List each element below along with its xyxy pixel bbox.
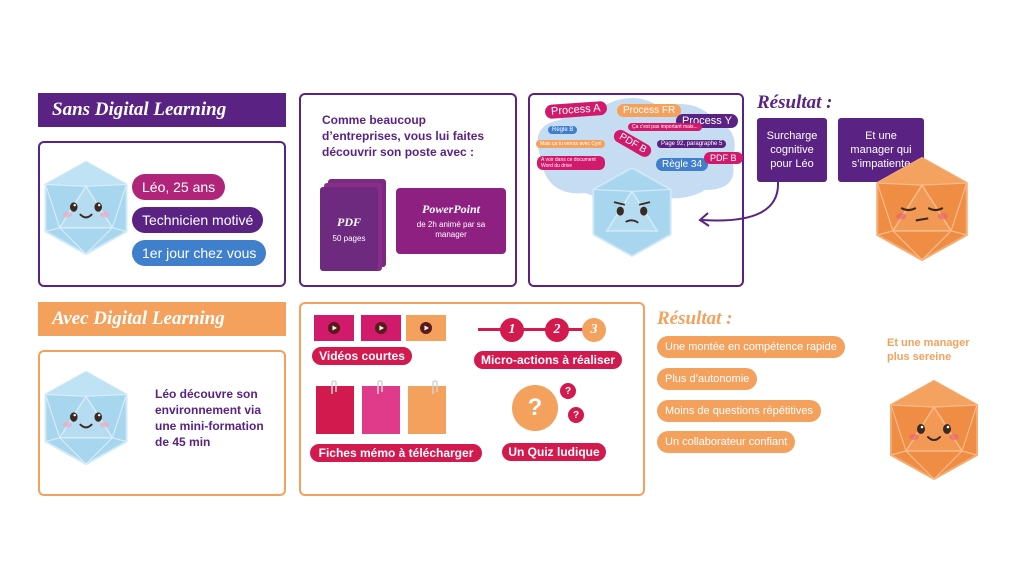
cloud-voir-doc: A voir dans ce document Word du drive <box>537 156 605 170</box>
sans-banner: Sans Digital Learning <box>38 93 286 127</box>
step-3: 3 <box>582 318 606 342</box>
fiche-2 <box>362 386 400 434</box>
pdf-pages: 50 pages <box>332 234 366 243</box>
fiche-1 <box>316 386 354 434</box>
quiz-small-bubble-1: ? <box>560 383 576 399</box>
quiz-label: Un Quiz ludique <box>502 443 606 461</box>
video-thumb-2 <box>361 315 401 341</box>
ppt-desc: de 2h animé par sa manager <box>416 220 486 239</box>
step-2: 2 <box>545 318 569 342</box>
paperclip-icon <box>331 380 337 394</box>
paperclip-icon <box>432 380 438 394</box>
video-thumb-1 <box>314 315 354 341</box>
cloud-page-92: Page 92, paragraphe 5 <box>657 140 727 148</box>
cloud-pdf-b-2: PDF B <box>704 152 743 164</box>
cloud-pas-important: Ça c'est pas important mais... <box>628 123 702 131</box>
cloud-regle-34: Règle 34 <box>656 158 709 171</box>
cloud-regle-b: Règle B <box>548 126 578 134</box>
leo-happy-dice-icon <box>44 370 128 466</box>
serene-manager-dice-icon <box>890 380 978 480</box>
video-thumb-3 <box>406 315 446 341</box>
quiz-big-bubble: ? <box>512 385 558 431</box>
cloud-process-fr: Process FR <box>617 104 682 117</box>
leo-name-pill: Léo, 25 ans <box>132 174 226 200</box>
pdf-title: PDF <box>337 215 361 229</box>
micro-actions-label: Micro-actions à réaliser <box>474 351 622 369</box>
leo-day-pill: 1er jour chez vous <box>132 240 267 266</box>
result-moins-questions: Moins de questions répétitives <box>657 400 821 422</box>
result-montee-competence: Une montée en compétence rapide <box>657 336 845 358</box>
fiche-3 <box>408 386 446 434</box>
sans-intro-text: Comme beaucoup d’entreprises, vous lui f… <box>322 113 485 159</box>
result-collaborateur-confiant: Un collaborateur confiant <box>657 431 796 453</box>
avec-banner: Avec Digital Learning <box>38 302 286 336</box>
paperclip-icon <box>377 380 383 394</box>
leo-dice-icon <box>44 160 128 256</box>
quiz-small-bubble-2: ? <box>568 407 584 423</box>
avec-resultat-title: Résultat : <box>657 308 733 329</box>
avec-leo-text: Léo découvre son environnement via une m… <box>155 387 264 449</box>
fiches-label: Fiches mémo à télécharger <box>310 444 482 462</box>
videos-label: Vidéos courtes <box>312 347 412 365</box>
confused-dice-icon <box>592 166 672 258</box>
step-1: 1 <box>500 318 524 342</box>
result-surcharge: Surcharge cognitive pour Léo <box>757 118 827 182</box>
cloud-voir-cyril: Mais ça tu verras avec Cyril <box>536 140 606 148</box>
pdf-document: PDF 50 pages <box>320 187 378 271</box>
play-icon <box>328 322 340 334</box>
play-icon <box>420 322 432 334</box>
sans-resultat-title: Résultat : <box>757 92 833 113</box>
manager-sereine-note: Et une manager plus sereine <box>887 337 970 363</box>
powerpoint-document: PowerPoint de 2h animé par sa manager <box>396 188 506 254</box>
arrow-to-confused-dice <box>698 181 780 227</box>
result-autonomie: Plus d’autonomie <box>657 368 758 390</box>
ppt-title: PowerPoint <box>421 202 480 216</box>
steps-line <box>478 328 604 331</box>
play-icon <box>375 322 387 334</box>
impatient-manager-dice-icon <box>876 157 968 261</box>
leo-role-pill: Technicien motivé <box>132 207 264 233</box>
